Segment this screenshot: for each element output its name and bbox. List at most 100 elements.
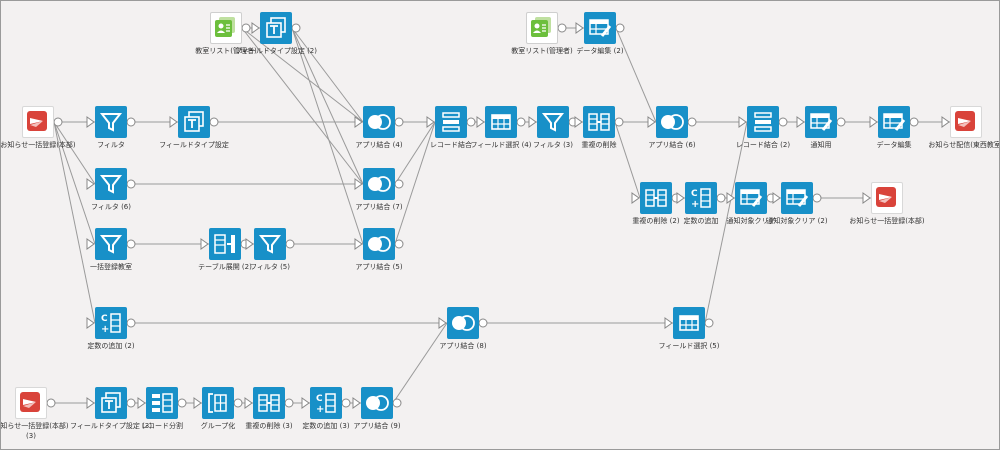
- n-out1-node[interactable]: お知らせ配信(東西教室): [928, 106, 999, 176]
- input-port[interactable]: [726, 192, 735, 204]
- output-port[interactable]: [466, 117, 476, 127]
- output-port[interactable]: [812, 193, 822, 203]
- n-join6-node[interactable]: アプリ結合 (6): [647, 106, 697, 176]
- n-dup3-node[interactable]: 重複の削除 (3): [244, 387, 294, 449]
- n-src1-node[interactable]: お知らせ一括登録(本部): [1, 106, 76, 176]
- input-port[interactable]: [200, 238, 209, 250]
- n-rjoin-node[interactable]: レコード結合: [426, 106, 476, 176]
- input-port[interactable]: [426, 116, 435, 128]
- input-port[interactable]: [574, 116, 583, 128]
- n-ft2-node[interactable]: フィールドタイプ設定 (2): [235, 12, 317, 82]
- input-port[interactable]: [352, 397, 361, 409]
- output-port[interactable]: [394, 239, 404, 249]
- output-port[interactable]: [126, 318, 136, 328]
- input-port[interactable]: [137, 397, 146, 409]
- n-fbk-node[interactable]: 一括登録教室: [86, 228, 136, 298]
- output-port[interactable]: [126, 398, 136, 408]
- input-port[interactable]: [169, 116, 178, 128]
- output-port[interactable]: [394, 117, 404, 127]
- output-port[interactable]: [516, 117, 526, 127]
- output-port[interactable]: [687, 117, 697, 127]
- input-port[interactable]: [941, 116, 950, 128]
- n-const2-node[interactable]: C+定数の追加 (2): [86, 307, 136, 377]
- input-port[interactable]: [354, 116, 363, 128]
- input-port[interactable]: [301, 397, 310, 409]
- n-rjoin2-node[interactable]: レコード結合 (2): [736, 106, 790, 176]
- input-port[interactable]: [676, 192, 685, 204]
- output-port[interactable]: [836, 117, 846, 127]
- input-port[interactable]: [354, 238, 363, 250]
- n-dup2-node[interactable]: 重複の削除 (2): [631, 182, 681, 252]
- input-port[interactable]: [438, 317, 447, 329]
- n-edit2-node[interactable]: データ編集 (2): [575, 12, 625, 82]
- n-out2-node[interactable]: お知らせ一括登録(本部): [849, 182, 925, 252]
- input-port[interactable]: [772, 192, 781, 204]
- input-port[interactable]: [86, 397, 95, 409]
- n-notify-node[interactable]: 通知用: [796, 106, 846, 176]
- output-port[interactable]: [284, 398, 294, 408]
- output-port[interactable]: [177, 398, 187, 408]
- input-port[interactable]: [86, 238, 95, 250]
- input-port[interactable]: [86, 178, 95, 190]
- n-fsel4-node[interactable]: フィールド選択 (4): [470, 106, 532, 176]
- input-port[interactable]: [251, 22, 260, 34]
- n-f1-node[interactable]: フィルタ: [86, 106, 136, 176]
- input-port[interactable]: [869, 116, 878, 128]
- n-f5-node[interactable]: フィルタ (5): [245, 228, 295, 298]
- input-port[interactable]: [647, 116, 656, 128]
- n-cls1-node[interactable]: 教室リスト(管理者): [195, 12, 257, 82]
- n-clr1-node[interactable]: 通知対象クリア: [726, 182, 776, 252]
- output-port[interactable]: [126, 117, 136, 127]
- n-join4-node[interactable]: アプリ結合 (4): [354, 106, 404, 176]
- output-port[interactable]: [126, 239, 136, 249]
- n-ft3-node[interactable]: フィールドタイプ設定 (3): [70, 387, 152, 449]
- input-port[interactable]: [631, 192, 640, 204]
- input-port[interactable]: [738, 116, 747, 128]
- input-port[interactable]: [354, 178, 363, 190]
- input-port[interactable]: [528, 116, 537, 128]
- n-const3-node[interactable]: C+定数の追加 (3): [301, 387, 351, 449]
- n-tbl-node[interactable]: テーブル展開 (2): [198, 228, 252, 298]
- n-dup-node[interactable]: 重複の削除: [574, 106, 624, 176]
- n-f3-node[interactable]: フィルタ (3): [528, 106, 578, 176]
- input-port[interactable]: [476, 116, 485, 128]
- n-cls2-node[interactable]: 教室リスト(管理者): [511, 12, 573, 82]
- output-port[interactable]: [126, 179, 136, 189]
- n-join8-node[interactable]: アプリ結合 (8): [438, 307, 488, 377]
- output-port[interactable]: [615, 23, 625, 33]
- output-port[interactable]: [291, 23, 301, 33]
- n-join5-node[interactable]: アプリ結合 (5): [354, 228, 404, 298]
- input-port[interactable]: [796, 116, 805, 128]
- output-port[interactable]: [241, 23, 251, 33]
- n-join9-node[interactable]: アプリ結合 (9): [352, 387, 402, 449]
- output-port[interactable]: [614, 117, 624, 127]
- output-port[interactable]: [53, 117, 63, 127]
- n-group-node[interactable]: グループ化: [193, 387, 243, 449]
- output-port[interactable]: [478, 318, 488, 328]
- input-port[interactable]: [193, 397, 202, 409]
- n-f6-node[interactable]: フィルタ (6): [86, 168, 136, 238]
- input-port[interactable]: [575, 22, 584, 34]
- input-port[interactable]: [862, 192, 871, 204]
- output-port[interactable]: [285, 239, 295, 249]
- n-clr2-node[interactable]: 通知対象クリア (2): [766, 182, 828, 252]
- output-port[interactable]: [704, 318, 714, 328]
- output-port[interactable]: [209, 117, 219, 127]
- n-const-node[interactable]: C+定数の追加: [676, 182, 726, 252]
- output-port[interactable]: [778, 117, 788, 127]
- output-port[interactable]: [394, 179, 404, 189]
- n-fsel5-node[interactable]: フィールド選択 (5): [658, 307, 720, 377]
- n-split-node[interactable]: レコード分割: [137, 387, 187, 449]
- input-port[interactable]: [244, 397, 253, 409]
- input-port[interactable]: [86, 116, 95, 128]
- n-src3-node[interactable]: お知らせ一括登録(本部) (3): [1, 387, 69, 449]
- output-port[interactable]: [557, 23, 567, 33]
- input-port[interactable]: [245, 238, 254, 250]
- input-port[interactable]: [86, 317, 95, 329]
- n-ft1-node[interactable]: フィールドタイプ設定: [159, 106, 229, 176]
- output-port[interactable]: [341, 398, 351, 408]
- n-join7-node[interactable]: アプリ結合 (7): [354, 168, 404, 238]
- n-edit-node[interactable]: データ編集: [869, 106, 919, 176]
- output-port[interactable]: [392, 398, 402, 408]
